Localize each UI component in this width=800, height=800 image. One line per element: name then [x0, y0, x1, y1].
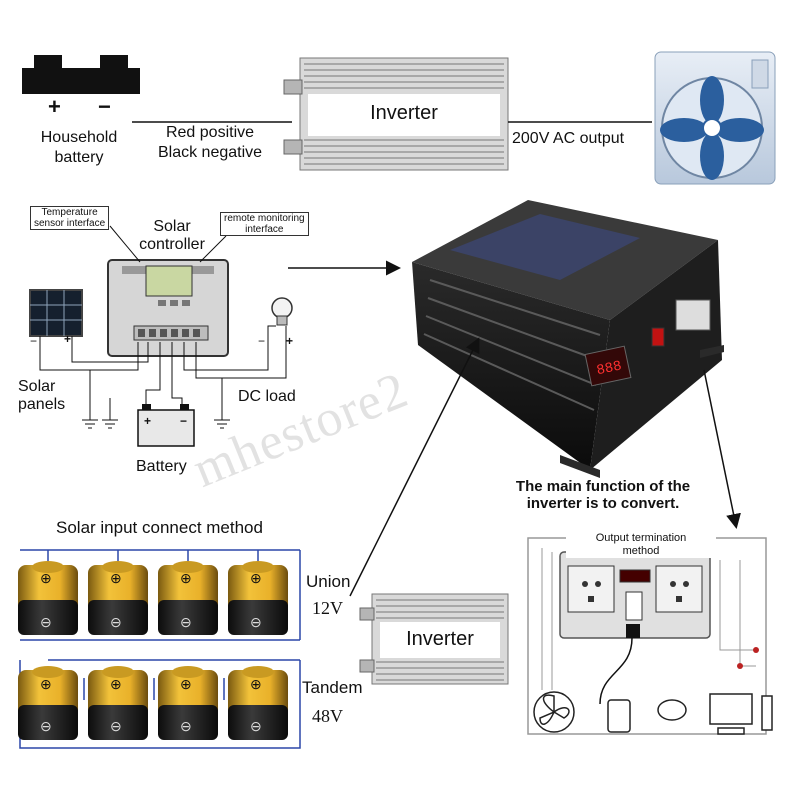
- box-fan-graphic: [654, 51, 776, 185]
- battery-plus-sign: +: [48, 94, 61, 119]
- output-termination-label: Output termination method: [566, 532, 716, 558]
- top-inverter-graphic: [283, 57, 509, 171]
- solar-controller-title: Solar controller: [128, 218, 216, 254]
- panel-minus: −: [30, 334, 38, 348]
- tandem-cell-1-minus: ⊖: [40, 718, 52, 734]
- battery-graphic: [137, 404, 195, 447]
- output-termination-line2: method: [622, 545, 660, 557]
- solar-controller-line1: Solar: [153, 218, 191, 235]
- temp-sensor-line2: sensor interface: [34, 218, 106, 229]
- main-function-line2: inverter is to convert.: [526, 495, 680, 512]
- remote-line1: remote monitoring: [224, 213, 305, 224]
- output-termination-line1: Output termination: [595, 532, 687, 544]
- union-cell-4-plus: ⊕: [250, 570, 262, 586]
- top-inverter-label: Inverter: [370, 102, 438, 124]
- tandem-voltage: 48V: [312, 706, 343, 726]
- dc-load-label: DC load: [238, 388, 296, 405]
- wire-label-black-negative: Black negative: [157, 144, 263, 161]
- remote-pointer: [199, 235, 227, 263]
- battery-bank-graphic: [18, 549, 301, 749]
- tandem-cell-1-plus: ⊕: [40, 676, 52, 692]
- union-label: Union: [306, 572, 351, 591]
- lamp-plus: +: [286, 334, 294, 348]
- tandem-cell-3-minus: ⊖: [180, 718, 192, 734]
- tandem-cell-2-minus: ⊖: [110, 718, 122, 734]
- solar-controller-graphic: [107, 259, 229, 357]
- union-cell-2-plus: ⊕: [110, 570, 122, 586]
- battery-small-plus: +: [144, 414, 152, 428]
- bottom-inverter-graphic: [359, 593, 509, 685]
- union-voltage: 12V: [312, 598, 343, 618]
- battery-minus-sign: −: [98, 94, 111, 119]
- temp-sensor-callout: Temperature sensor interface: [30, 206, 110, 230]
- ground-symbols: [82, 419, 230, 429]
- union-cell-1-minus: ⊖: [40, 614, 52, 630]
- solar-panels-label: Solar panels: [18, 378, 65, 414]
- panel-plus: +: [64, 332, 72, 346]
- union-cell-2-minus: ⊖: [110, 614, 122, 630]
- main-function-line1: The main function of the: [515, 478, 691, 495]
- main-function-text: The main function of the inverter is to …: [488, 478, 718, 512]
- arrow-bottom-to-main-inverter: [349, 337, 480, 597]
- bottom-inverter-label: Inverter: [406, 628, 474, 650]
- tandem-cell-2-plus: ⊕: [110, 676, 122, 692]
- union-cell-3-minus: ⊖: [180, 614, 192, 630]
- union-cell-1-plus: ⊕: [40, 570, 52, 586]
- lamp-minus: −: [258, 334, 266, 348]
- tandem-cell-4-plus: ⊕: [250, 676, 262, 692]
- wire-label-red-positive: Red positive: [165, 124, 255, 141]
- solar-panels-line1: Solar: [18, 378, 56, 395]
- ac-output-label: 200V AC output: [512, 130, 625, 147]
- solar-panels-line2: panels: [18, 396, 66, 413]
- tandem-cell-4-minus: ⊖: [250, 718, 262, 734]
- solar-controller-line2: controller: [139, 236, 205, 253]
- dc-lamp-graphic: [271, 297, 293, 326]
- solar-panel-graphic: [29, 289, 83, 337]
- household-battery-graphic: [22, 55, 140, 94]
- tandem-label: Tandem: [302, 678, 363, 697]
- svg-text:888: 888: [595, 358, 623, 379]
- battery-small-minus: −: [180, 414, 188, 428]
- tandem-cell-3-plus: ⊕: [180, 676, 192, 692]
- battery-label: Battery: [136, 458, 187, 475]
- union-cell-3-plus: ⊕: [180, 570, 192, 586]
- remote-monitoring-callout: remote monitoring interface: [220, 212, 309, 236]
- temp-sensor-line1: Temperature: [41, 207, 98, 218]
- temp-sensor-pointer: [109, 225, 141, 263]
- union-cell-4-minus: ⊖: [250, 614, 262, 630]
- remote-line2: interface: [245, 224, 284, 235]
- solar-input-title: Solar input connect method: [56, 518, 263, 537]
- arrow-to-output: [703, 369, 741, 529]
- main-inverter-graphic: 888: [412, 200, 724, 478]
- household-battery-label: Household battery: [40, 129, 118, 166]
- output-termination-graphic: [527, 537, 773, 735]
